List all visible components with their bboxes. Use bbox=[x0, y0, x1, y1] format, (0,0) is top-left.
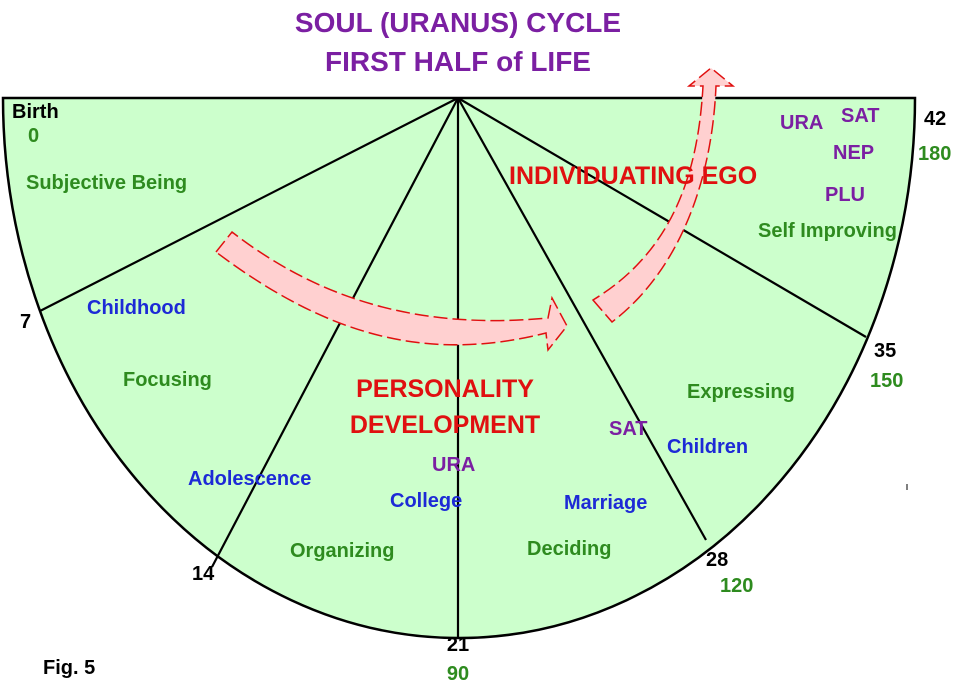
age-35: 35 bbox=[874, 340, 896, 362]
age-7: 7 bbox=[20, 311, 31, 333]
planet-nep-top: NEP bbox=[833, 142, 874, 164]
degree-0: 0 bbox=[28, 125, 39, 147]
degree-120: 120 bbox=[720, 575, 753, 597]
event-children: Children bbox=[667, 436, 748, 458]
stage-deciding: Deciding bbox=[527, 538, 611, 560]
degree-150: 150 bbox=[870, 370, 903, 392]
age-birth: Birth bbox=[12, 101, 59, 123]
event-adolescence: Adolescence bbox=[188, 468, 311, 490]
age-14: 14 bbox=[192, 563, 215, 585]
age-21: 21 bbox=[447, 634, 469, 656]
divider-14 bbox=[211, 97, 459, 568]
planet-plu-top: PLU bbox=[825, 184, 865, 206]
degree-180: 180 bbox=[918, 143, 951, 165]
divider-lines bbox=[39, 97, 867, 638]
title-line2: FIRST HALF of LIFE bbox=[325, 46, 591, 77]
event-marriage: Marriage bbox=[564, 492, 647, 514]
stage-organizing: Organizing bbox=[290, 540, 394, 562]
stage-expressing: Expressing bbox=[687, 381, 795, 403]
planet-sat-marriage: SAT bbox=[609, 418, 648, 440]
event-college: College bbox=[390, 490, 462, 512]
divider-35 bbox=[457, 97, 867, 338]
personality-arrow bbox=[214, 230, 568, 352]
planet-sat-top: SAT bbox=[841, 105, 880, 127]
stage-focusing: Focusing bbox=[123, 369, 212, 391]
headline-development: DEVELOPMENT bbox=[350, 411, 540, 439]
ego-arrow bbox=[591, 67, 736, 324]
age-42: 42 bbox=[924, 108, 946, 130]
stage-subjective-being: Subjective Being bbox=[26, 172, 187, 194]
degree-90: 90 bbox=[447, 663, 469, 685]
event-childhood: Childhood bbox=[87, 297, 186, 319]
planet-ura-college: URA bbox=[432, 454, 475, 476]
stage-self-improving: Self Improving bbox=[758, 220, 897, 242]
planet-ura-top: URA bbox=[780, 112, 823, 134]
headline-personality: PERSONALITY bbox=[356, 375, 534, 403]
figure-label: Fig. 5 bbox=[43, 657, 95, 679]
divider-7 bbox=[39, 97, 459, 312]
age-28: 28 bbox=[706, 549, 728, 571]
divider-28 bbox=[457, 97, 707, 541]
headline-individuating-ego: INDIVIDUATING EGO bbox=[509, 162, 757, 190]
title-line1: SOUL (URANUS) CYCLE bbox=[295, 7, 621, 38]
